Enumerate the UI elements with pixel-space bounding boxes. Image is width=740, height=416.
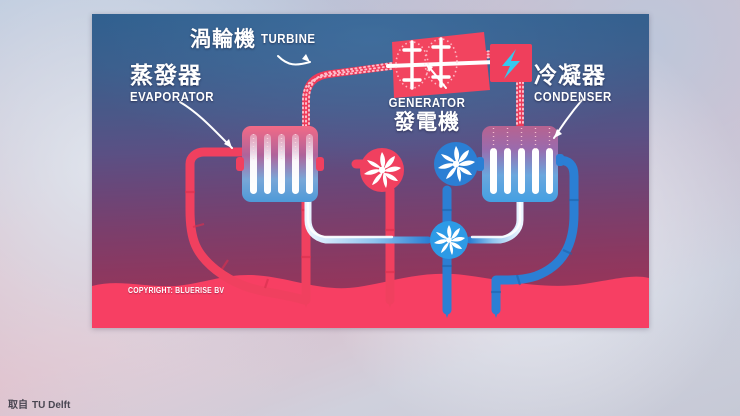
seabed	[92, 273, 649, 328]
label-turbine-latin: TURBINE	[261, 31, 316, 47]
label-generator: GENERATOR 發電機	[377, 96, 477, 133]
label-evaporator: 蒸發器 EVAPORATOR	[130, 64, 226, 104]
warm-intake-tips	[302, 296, 394, 308]
label-evaporator-cjk: 蒸發器	[130, 63, 202, 89]
evaporator-unit	[236, 126, 324, 202]
condenser-unit	[476, 126, 564, 202]
lightning-bolt-icon	[502, 49, 520, 79]
working-fluid-pump	[430, 221, 468, 259]
generator-unit	[490, 44, 532, 82]
label-generator-latin: GENERATOR	[388, 95, 466, 110]
arrow-turbine	[277, 55, 311, 66]
cold-pipe-joints	[442, 198, 579, 294]
warm-pipe-joints	[185, 190, 395, 289]
turbine-blades	[402, 37, 451, 90]
label-generator-cjk: 發電機	[394, 109, 460, 134]
working-fluid-loop	[304, 198, 524, 244]
cold-intake-tips	[443, 306, 500, 318]
label-condenser-cjk: 冷凝器	[534, 63, 606, 89]
working-fluid-loop-highlight	[306, 200, 522, 239]
label-turbine: 渦輪機 TURBINE	[190, 28, 323, 50]
copyright-notice: COPYRIGHT: BLUERISE BV	[128, 286, 225, 295]
otec-diagram-svg	[92, 32, 649, 328]
label-condenser-latin: CONDENSER	[534, 89, 612, 105]
caption-prefix: 取自	[8, 400, 28, 411]
warm-water-pump	[360, 148, 404, 192]
label-condenser: 冷凝器 CONDENSER	[534, 64, 622, 104]
leader-arrowheads	[224, 54, 562, 148]
evaporator-bubble-texture	[252, 134, 311, 160]
caption-source: TU Delft	[32, 400, 71, 411]
arrow-evaporator	[179, 101, 233, 149]
image-source-caption: 取自 TU Delft	[8, 396, 70, 411]
turbine-unit	[386, 32, 498, 98]
cold-water-pump	[434, 142, 478, 186]
label-turbine-cjk: 渦輪機	[190, 27, 256, 51]
vapour-line-to-turbine-texture	[302, 62, 393, 127]
condenser-tubes	[490, 148, 553, 194]
label-evaporator-latin: EVAPORATOR	[130, 89, 215, 105]
evaporator-tubes	[250, 134, 313, 194]
